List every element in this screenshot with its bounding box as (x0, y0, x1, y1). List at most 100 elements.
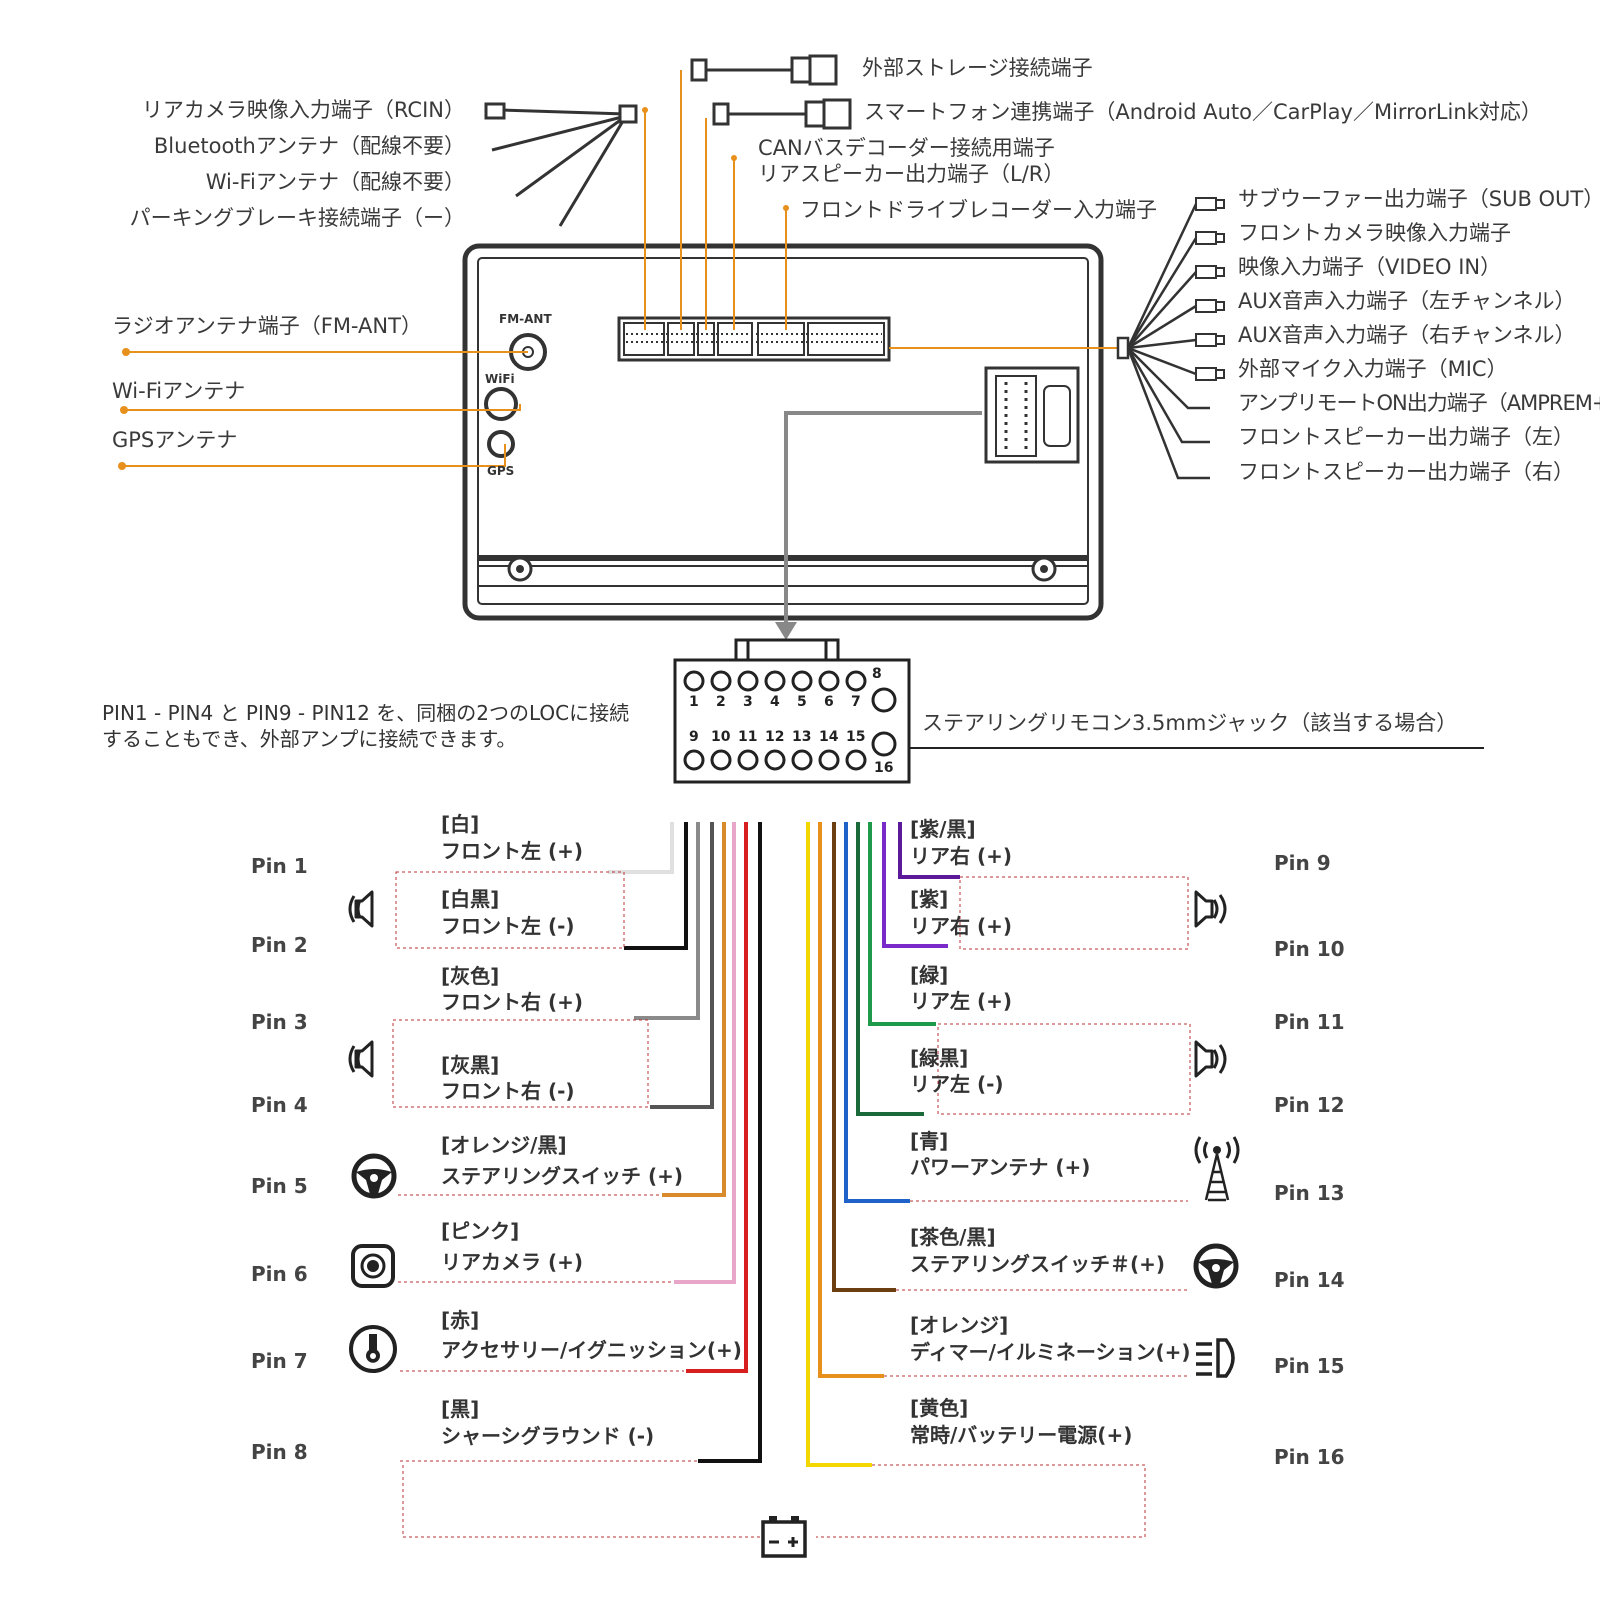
wire-function-label: フロント左 (-) (441, 914, 575, 938)
label-rear-camera-input: リアカメラ映像入力端子（RCIN） (141, 98, 465, 122)
label-mic: 外部マイク入力端子（MIC） (1238, 357, 1508, 381)
antenna-tower-icon (1194, 1136, 1240, 1202)
wire-color-label: [緑黒] (910, 1046, 969, 1070)
wire-function-label: ディマー/イルミネーション(+) (910, 1340, 1191, 1364)
headlight-icon (1196, 1338, 1235, 1378)
unit-label-fm: FM-ANT (499, 312, 552, 326)
pin-number: 9 (689, 729, 699, 745)
wire-function-label: フロント左 (+) (441, 839, 584, 863)
pin-label: Pin 13 (1274, 1181, 1345, 1205)
wire-color-label: [ピンク] (441, 1219, 520, 1243)
pin-label: Pin 9 (1274, 851, 1331, 875)
wire-function-label: フロント右 (+) (441, 990, 584, 1014)
label-amp-remote: アンプリモートON出力端子（AMPREM+） (1238, 391, 1600, 415)
unit-label-gps: GPS (487, 464, 515, 478)
speaker-icon (348, 1040, 374, 1078)
pin-number: 10 (711, 729, 731, 745)
label-parking-brake: パーキングブレーキ接続端子（ー） (129, 206, 465, 230)
wire-function-label: リア左 (+) (910, 989, 1013, 1013)
pin-number: 3 (743, 694, 753, 710)
pin-label: Pin 8 (251, 1440, 308, 1464)
label-aux-right: AUX音声入力端子（右チャンネル） (1238, 323, 1576, 347)
harness-arrow (775, 622, 797, 640)
wire-function-label: リア左 (-) (910, 1072, 1004, 1096)
label-front-dashcam: フロントドライブレコーダー入力端子 (800, 198, 1157, 222)
note-loc-line1: PIN1 - PIN4 と PIN9 - PIN12 を、同梱の2つのLOCに接… (102, 701, 630, 725)
label-radio-antenna: ラジオアンテナ端子（FM-ANT） (112, 314, 422, 338)
label-front-camera: フロントカメラ映像入力端子 (1238, 221, 1511, 245)
pin-label: Pin 16 (1274, 1445, 1345, 1469)
wire-function-label: リア右 (+) (910, 914, 1013, 938)
wire-function-label: シャーシグラウンド (-) (441, 1424, 655, 1448)
head-unit-outline (462, 243, 1104, 621)
note-loc-line2: することもでき、外部アンプに接続できます。 (102, 727, 517, 751)
label-video-in: 映像入力端子（VIDEO IN） (1238, 255, 1502, 279)
label-can-bus: CANバスデコーダー接続用端子 (758, 136, 1055, 160)
pin-number: 5 (797, 694, 807, 710)
label-smartphone-link: スマートフォン連携端子（Android Auto／CarPlay／MirrorL… (864, 100, 1542, 124)
wifi-jack (484, 387, 518, 421)
speaker-icon (1194, 1040, 1227, 1078)
wire-color-label: [青] (910, 1129, 949, 1153)
pin-number: 12 (765, 729, 785, 745)
label-aux-left: AUX音声入力端子（左チャンネル） (1238, 289, 1576, 313)
wire-color-label: [白] (441, 812, 480, 836)
label-steering-jack: ステアリングリモコン3.5mmジャック（該当する場合） (922, 711, 1458, 735)
label-wifi-antenna-top: Wi-Fiアンテナ（配線不要） (205, 170, 465, 194)
wire-color-label: [オレンジ] (910, 1313, 1009, 1337)
label-gps-antenna: GPSアンテナ (112, 428, 238, 452)
wire-function-label: ステアリングスイッチ＃(+) (910, 1252, 1166, 1276)
rca-cable-bundle (1116, 203, 1210, 480)
wire-color-label: [灰黒] (441, 1053, 500, 1077)
pin-number: 1 (689, 694, 699, 710)
wire-function-label: 常時/バッテリー電源(+) (910, 1423, 1133, 1447)
pin-label: Pin 11 (1274, 1010, 1345, 1034)
steering-wheel-icon (351, 1153, 397, 1199)
wire-color-label: [茶色/黒] (910, 1225, 996, 1249)
iso-connector (984, 366, 1080, 464)
steering-wheel-icon (1193, 1243, 1239, 1289)
battery-icon (761, 1516, 807, 1558)
pin-number: 6 (824, 694, 834, 710)
camera-icon (351, 1244, 395, 1288)
pin-label: Pin 1 (251, 854, 308, 878)
wire-color-label: [黒] (441, 1397, 480, 1421)
label-front-speaker-right: フロントスピーカー出力端子（右） (1238, 460, 1574, 484)
pin-number: 4 (770, 694, 780, 710)
pin-number: 15 (846, 729, 866, 745)
wire-function-label: フロント右 (-) (441, 1079, 575, 1103)
wire-color-label: [紫/黒] (910, 817, 976, 841)
unit-label-wifi: WiFi (485, 372, 515, 386)
wire-color-label: [緑] (910, 963, 949, 987)
wire-color-label: [黄色] (910, 1396, 969, 1420)
wire-color-label: [赤] (441, 1308, 480, 1332)
label-external-storage: 外部ストレージ接続端子 (862, 56, 1093, 80)
pin-number: 16 (874, 760, 894, 776)
wire-color-label: [灰色] (441, 964, 500, 988)
label-wifi-antenna: Wi-Fiアンテナ (112, 379, 246, 403)
wire-function-label: リア右 (+) (910, 844, 1013, 868)
pin-label: Pin 2 (251, 933, 308, 957)
wire-function-label: ステアリングスイッチ (+) (441, 1164, 684, 1188)
pin-number: 11 (738, 729, 758, 745)
pin-number: 2 (716, 694, 726, 710)
rear-camera-cable-bundle (484, 102, 638, 227)
pin-number: 14 (819, 729, 839, 745)
gps-jack (487, 430, 515, 458)
pin-number: 13 (792, 729, 812, 745)
label-bluetooth-antenna: Bluetoothアンテナ（配線不要） (153, 134, 465, 158)
label-front-speaker-left: フロントスピーカー出力端子（左） (1238, 425, 1574, 449)
head-unit-inner (477, 257, 1089, 605)
label-rear-speaker-out: リアスピーカー出力端子（L/R） (758, 162, 1065, 186)
wire-function-label: アクセサリー/イグニッション(+) (441, 1338, 742, 1362)
wire-color-label: [オレンジ/黒] (441, 1133, 567, 1157)
pin-label: Pin 4 (251, 1093, 308, 1117)
speaker-icon (348, 890, 374, 928)
pin-label: Pin 15 (1274, 1354, 1345, 1378)
speaker-icon (1194, 890, 1227, 928)
pin-label: Pin 5 (251, 1174, 308, 1198)
wire-color-label: [紫] (910, 887, 949, 911)
label-sub-out: サブウーファー出力端子（SUB OUT） (1238, 187, 1600, 211)
pin-label: Pin 6 (251, 1262, 308, 1286)
